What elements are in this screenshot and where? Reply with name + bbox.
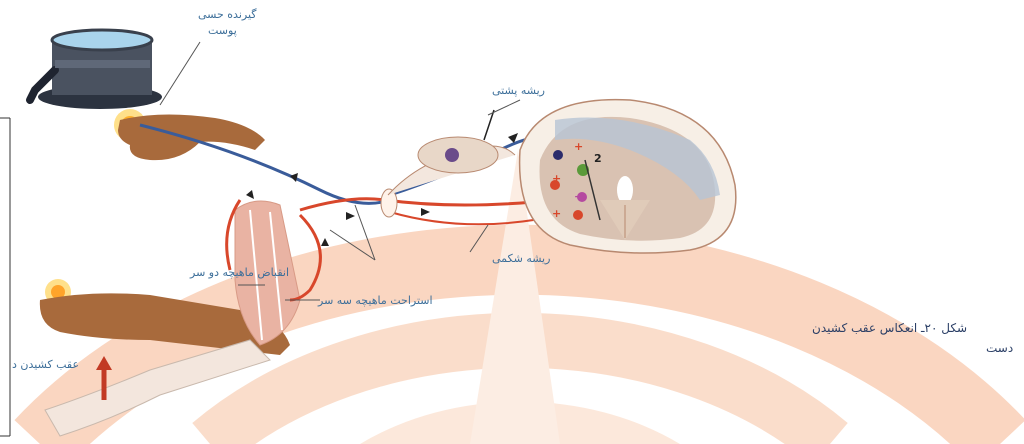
label-hand-withdrawal: عقب کشیدن د bbox=[12, 358, 79, 372]
label-triceps-relaxation: استراحت ماهیچه سه سر bbox=[318, 294, 433, 308]
label-ventral-root: ریشه شکمی bbox=[492, 252, 550, 266]
sign-plus-a: + bbox=[574, 140, 583, 154]
label-biceps-contraction: انقباض ماهیچه دو سر bbox=[190, 266, 289, 280]
sign-minus: − bbox=[574, 190, 583, 204]
sign-plus-c: + bbox=[552, 207, 561, 221]
hot-pot bbox=[30, 30, 162, 109]
figure-caption-line2: دست bbox=[986, 340, 1013, 356]
label-dorsal-root: ریشه پشتی bbox=[492, 84, 545, 98]
figure-caption-line1: شکل ۲۰ـ انعکاس عقب کشیدن bbox=[812, 320, 967, 336]
watermark bbox=[40, 150, 1000, 444]
dorsal-root-ganglion bbox=[418, 110, 498, 173]
label-skin-receptor-1: گیرنده حسی bbox=[198, 8, 257, 22]
sign-number: 2 bbox=[594, 152, 602, 166]
hand-on-pot bbox=[118, 114, 265, 160]
sign-plus-b: + bbox=[552, 172, 561, 186]
label-skin-receptor-2: پوست bbox=[208, 24, 237, 38]
